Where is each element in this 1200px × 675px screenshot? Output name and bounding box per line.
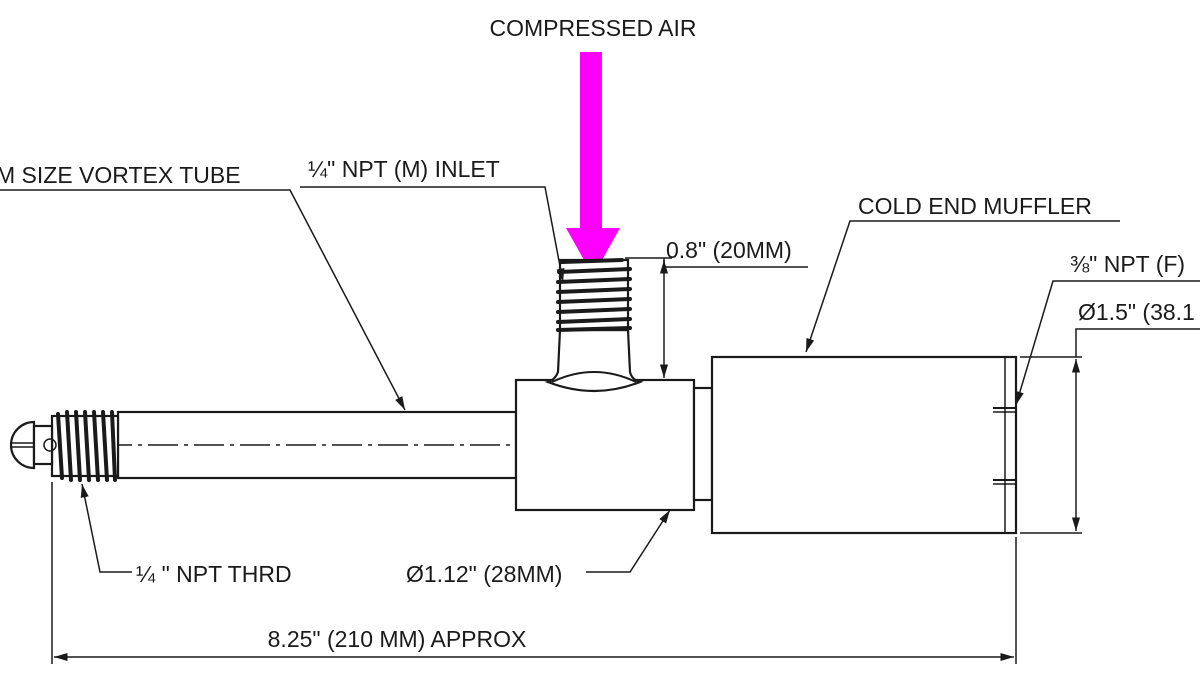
generator-body xyxy=(514,378,696,512)
hot-thread-leader xyxy=(80,483,132,573)
compressed-air-label: COMPRESSED AIR xyxy=(489,15,696,41)
vortex-tube-leader xyxy=(0,189,406,411)
muffler-diameter-label: Ø1.5" (38.1 xyxy=(1078,299,1195,325)
body-diameter-label: Ø1.12" (28MM) xyxy=(406,561,562,587)
end-cap xyxy=(9,420,57,470)
vortex-tube-label: M SIZE VORTEX TUBE xyxy=(0,162,241,188)
overall-length-label: 8.25" (210 MM) APPROX xyxy=(268,626,527,652)
cold-end-muffler xyxy=(710,355,1018,535)
inlet-height-label: 0.8" (20MM) xyxy=(666,237,792,263)
hot-end-thread-label: ¼ " NPT THRD xyxy=(136,561,292,587)
air-flow-arrow xyxy=(566,52,620,276)
outlet-thread-label: ⅜" NPT (F) xyxy=(1070,251,1185,277)
outlet-thread-leader xyxy=(1015,280,1200,406)
cold-end-connector xyxy=(692,386,714,502)
hot-tube xyxy=(116,410,518,480)
muffler-diameter-leader xyxy=(1075,328,1200,357)
inlet-leader xyxy=(300,186,565,283)
body-diameter-leader xyxy=(586,509,671,573)
inlet-fitting xyxy=(544,258,644,393)
muffler-leader xyxy=(805,220,1120,353)
hot-end-thread xyxy=(50,410,120,482)
inlet-label: ¼" NPT (M) INLET xyxy=(308,156,500,182)
cold-end-muffler-label: COLD END MUFFLER xyxy=(858,193,1092,219)
